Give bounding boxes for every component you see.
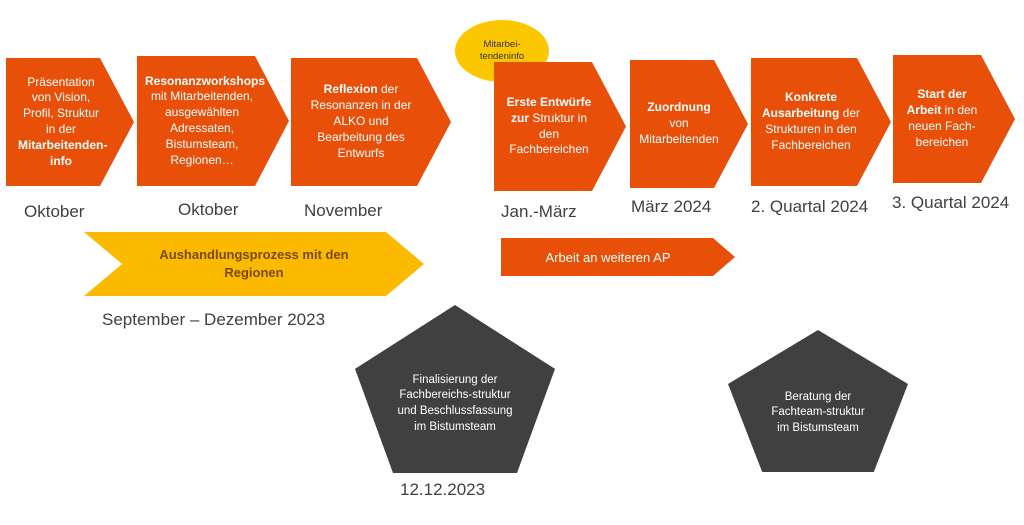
staff-info-label: Mitarbei-tendeninfo	[479, 39, 525, 62]
step-2-chevron: Resonanzworkshops mit Mitarbeitenden, au…	[137, 56, 289, 186]
consultation-pentagon: Beratung der Fachteam-struktur im Bistum…	[728, 330, 908, 472]
step-7-text: in den neuen Fach-bereichen	[908, 103, 978, 149]
further-work-label: Arbeit an weiteren AP	[545, 249, 671, 265]
finalization-pentagon: Finalisierung der Fachbereichs-struktur …	[355, 305, 555, 473]
step-7-bold: Start der Arbeit	[906, 87, 967, 118]
step-3-date: November	[304, 201, 383, 220]
further-work-banner: Arbeit an weiteren AP	[501, 238, 735, 276]
step-2-text: mit Mitarbeitenden, ausgewählten Adressa…	[150, 89, 254, 167]
step-4-text: Struktur in den Fachbereichen	[509, 110, 589, 157]
negotiation-date: September – Dezember 2023	[102, 310, 326, 329]
finalization-date: 12.12.2023	[400, 480, 486, 499]
step-1-bold: Mitarbeitenden-info	[18, 137, 108, 168]
step-3-chevron: Reflexion der Resonanzen in der ALKO und…	[291, 58, 451, 186]
step-1-chevron: Präsentation von Vision, Profil, Struktu…	[6, 58, 134, 186]
step-4-bold: Erste Entwürfe zur	[506, 94, 592, 125]
step-7-date: 3. Quartal 2024	[892, 193, 1010, 212]
step-1-date: Oktober	[24, 202, 85, 221]
step-6-chevron: Konkrete Ausarbeitung der Strukturen in …	[751, 58, 891, 186]
finalization-label: Finalisierung der Fachbereichs-struktur …	[397, 373, 513, 433]
step-3-text: der Resonanzen in der ALKO und Bearbeitu…	[310, 82, 412, 160]
negotiation-label: Aushandlungsprozess mit den Regionen	[159, 247, 349, 280]
step-4-chevron: Erste Entwürfe zur Struktur in den Fachb…	[494, 62, 626, 191]
step-1-text: Präsentation von Vision, Profil, Struktu…	[22, 74, 100, 136]
step-2-date: Oktober	[178, 200, 239, 219]
step-2-bold: Resonanzworkshops	[145, 73, 266, 88]
step-6-date: 2. Quartal 2024	[751, 197, 869, 216]
step-5-date: März 2024	[631, 197, 712, 216]
step-6-bold: Konkrete Ausarbeitung	[761, 90, 840, 121]
step-6-text: der Strukturen in den Fachbereichen	[765, 106, 861, 152]
step-4-date: Jan.-März	[501, 202, 577, 221]
negotiation-banner: Aushandlungsprozess mit den Regionen	[84, 232, 424, 296]
step-3-bold: Reflexion	[323, 82, 378, 97]
step-5-chevron: Zuordnung von Mitarbeitenden	[630, 60, 748, 188]
step-7-chevron: Start der Arbeit in den neuen Fach-berei…	[893, 55, 1015, 183]
step-5-text: von Mitarbeitenden	[639, 116, 719, 146]
consultation-label: Beratung der Fachteam-struktur im Bistum…	[771, 390, 865, 434]
step-5-bold: Zuordnung	[647, 100, 711, 115]
